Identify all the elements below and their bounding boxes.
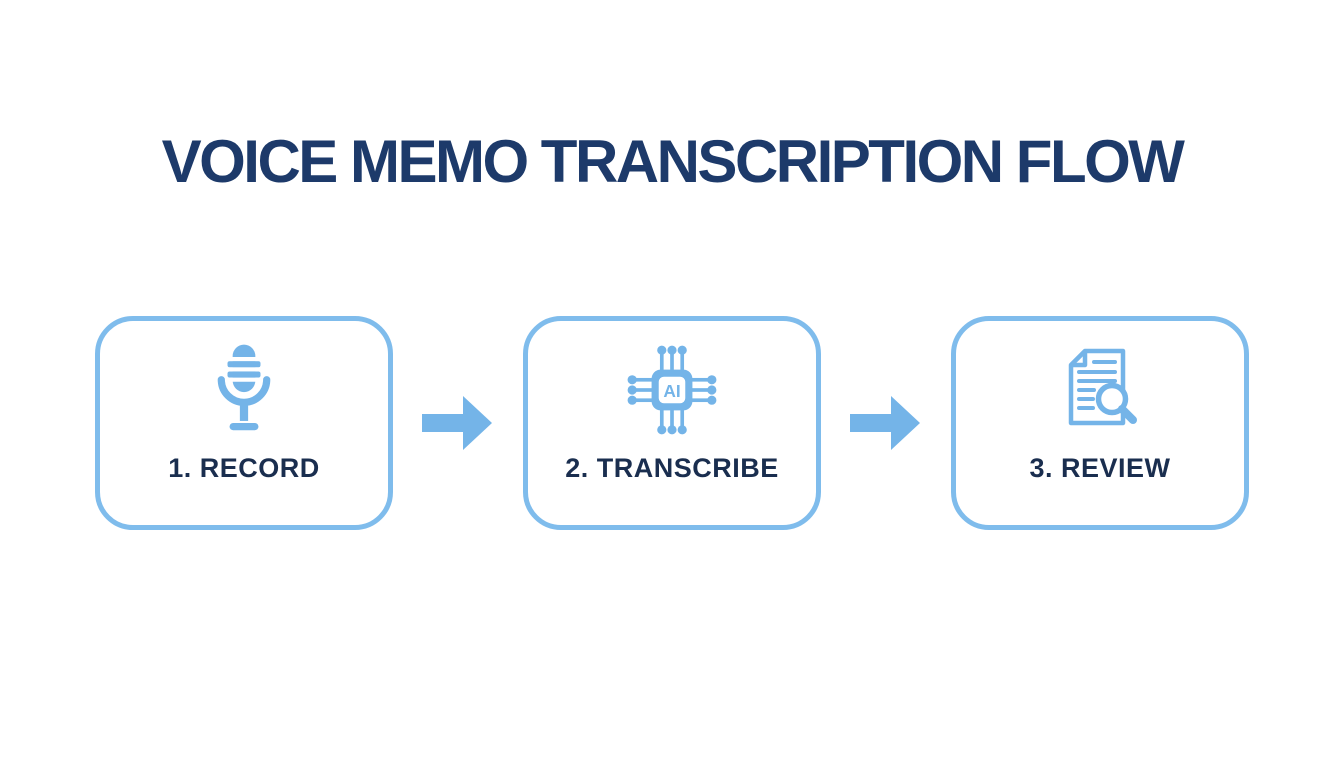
microphone-icon: [211, 339, 277, 441]
arrow-right-icon: [850, 394, 922, 452]
step-label-review: 3. REVIEW: [1029, 453, 1171, 483]
page-title: VOICE MEMO TRANSCRIPTION FLOW: [161, 128, 1185, 195]
step-box-transcribe: AI 2. TRANSCRIBE: [523, 316, 821, 530]
step-label-record: 1. RECORD: [168, 453, 320, 483]
arrow-right-icon: [422, 394, 494, 452]
step-box-record: 1. RECORD: [95, 316, 393, 530]
document-search-icon: [1052, 339, 1148, 441]
step-box-review: 3. REVIEW: [951, 316, 1249, 530]
flow-row: 1. RECORD: [0, 316, 1344, 530]
ai-chip-icon: AI: [623, 339, 721, 441]
ai-chip-text: AI: [663, 381, 680, 401]
step-label-transcribe: 2. TRANSCRIBE: [565, 453, 779, 483]
